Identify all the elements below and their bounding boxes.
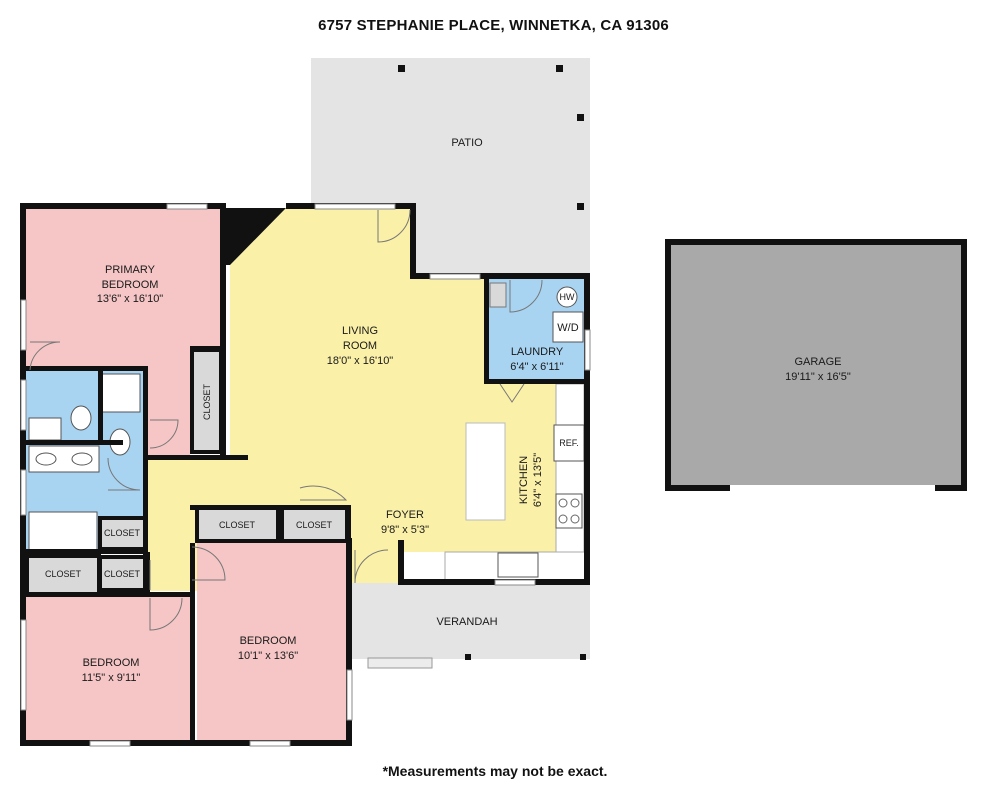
patio-label: PATIO [451, 137, 483, 149]
verandah-label: VERANDAH [436, 616, 497, 628]
primary-hall-area [145, 370, 190, 458]
garage-door-opening [730, 485, 935, 493]
closet-hall-1 [195, 506, 280, 543]
primary-bedroom-size: 13'6" x 16'10" [97, 293, 164, 305]
stove-fixture [555, 493, 583, 529]
measurement-disclaimer: *Measurements may not be exact. [382, 763, 608, 779]
angled-corner-wall [222, 208, 286, 265]
kitchen-counter-right [555, 383, 585, 581]
vanity-primary-fixture [28, 417, 62, 441]
garage-label: GARAGE [794, 356, 841, 368]
living-room-size: 18'0" x 16'10" [327, 355, 394, 367]
kitchen-size: 6'4" x 13'5" [532, 453, 544, 507]
water-heater-label: HW [560, 292, 575, 302]
bedroom-right-size: 10'1" x 13'6" [238, 650, 298, 662]
closet-linen-2-label: CLOSET [104, 569, 141, 579]
foyer-size: 9'8" x 5'3" [381, 524, 429, 536]
closet-primary [190, 348, 223, 454]
closet-bedroom-left-label: CLOSET [45, 569, 82, 579]
washer-dryer-label: W/D [557, 322, 578, 334]
primary-bedroom-label-1: PRIMARY [105, 264, 156, 276]
garage-size: 19'11" x 16'5" [785, 371, 851, 383]
laundry-label: LAUNDRY [511, 346, 564, 358]
fridge-fixture [553, 424, 585, 462]
plan-title: 6757 STEPHANIE PLACE, WINNETKA, CA 91306 [318, 17, 669, 34]
toilet-primary-fixture [70, 405, 92, 431]
patio-posts [398, 65, 584, 210]
verandah-area [350, 583, 590, 659]
verandah-posts [465, 654, 586, 660]
basin-2 [71, 452, 93, 466]
washer-dryer-fixture [552, 311, 584, 343]
door-swings [29, 209, 543, 631]
closet-linen-2 [98, 555, 147, 592]
primary-bedroom-label-2: BEDROOM [102, 279, 159, 291]
primary-bedroom-area [25, 208, 222, 370]
closet-primary-label: CLOSET [202, 383, 212, 420]
bathtub-fixture [28, 511, 98, 551]
basin-1 [35, 452, 57, 466]
verandah-steps [367, 657, 433, 669]
water-heater-fixture [556, 286, 578, 308]
sink-fixture [497, 552, 539, 578]
bedroom-left-size: 11'5" x 9'11" [82, 672, 141, 684]
living-room-label-1: LIVING [342, 325, 378, 337]
stove-burners [558, 498, 580, 524]
kitchen-label: KITCHEN [518, 456, 530, 504]
closet-hall-2-label: CLOSET [296, 520, 333, 530]
bedroom-right-area [197, 543, 347, 740]
laundry-size: 6'4" x 6'11" [510, 361, 563, 373]
shower-fixture [99, 373, 141, 413]
closet-hall-1-label: CLOSET [219, 520, 256, 530]
refrigerator-label: REF. [559, 438, 579, 448]
living-room-label-2: ROOM [343, 340, 377, 352]
bedroom-left-area [25, 595, 193, 740]
bedroom-left-label: BEDROOM [83, 657, 140, 669]
kitchen-island [465, 422, 506, 521]
windows [20, 203, 591, 747]
laundry-shelf [489, 282, 507, 308]
closet-linen-1-label: CLOSET [104, 528, 141, 538]
foyer-label: FOYER [386, 509, 424, 521]
bedroom-right-label: BEDROOM [240, 635, 297, 647]
